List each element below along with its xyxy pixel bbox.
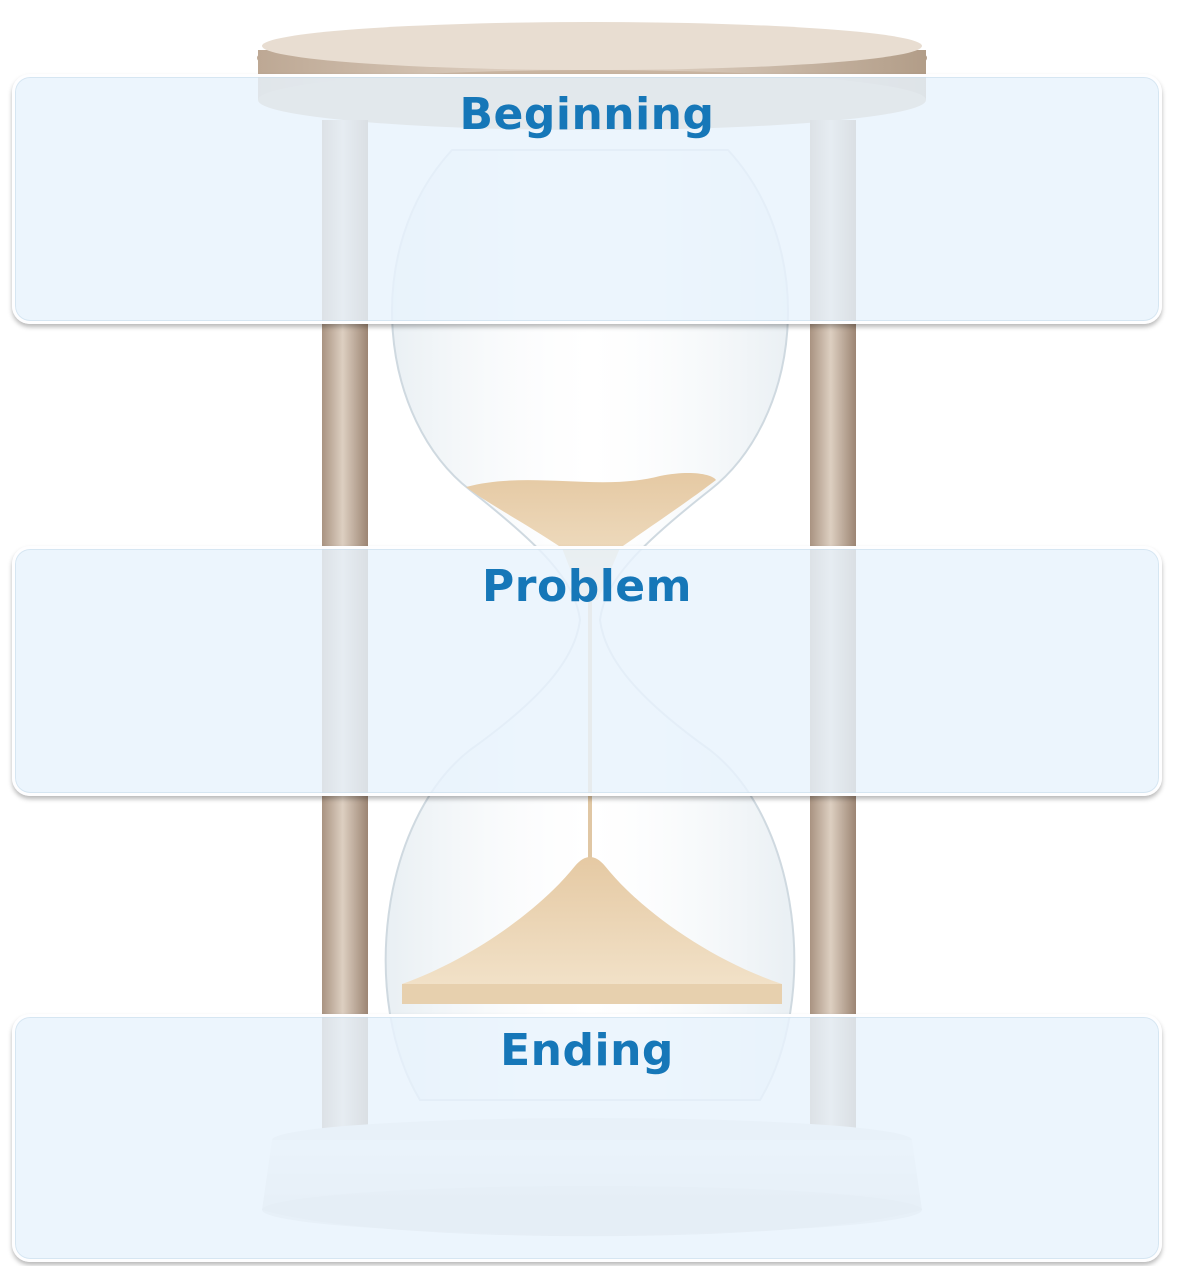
problem-panel: Problem [12, 546, 1162, 796]
beginning-panel: Beginning [12, 74, 1162, 324]
beginning-label: Beginning [15, 89, 1159, 140]
problem-label: Problem [15, 561, 1159, 612]
ending-panel: Ending [12, 1014, 1162, 1262]
ending-label: Ending [15, 1025, 1159, 1076]
